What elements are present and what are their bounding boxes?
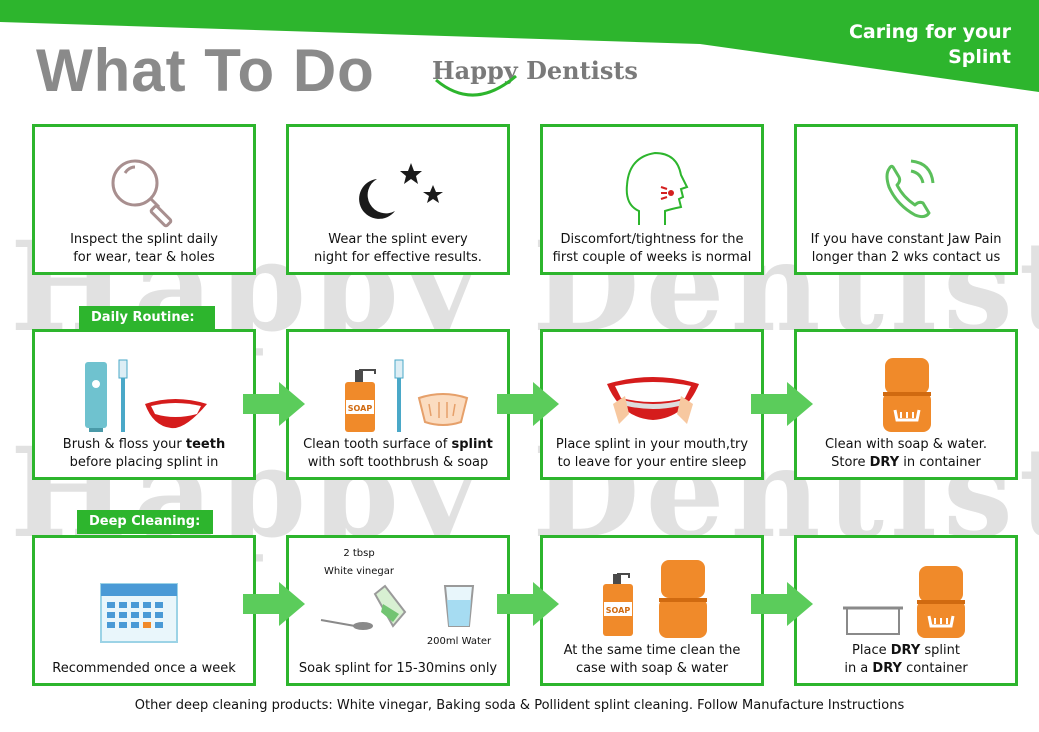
card-place-dry: Place DRY splint in a DRY container [794, 535, 1018, 686]
page-title: What To Do [36, 37, 375, 104]
card-text: Inspect the splint daily for wear, tear … [70, 232, 218, 265]
tbsp-label: 2 tbsp [343, 548, 374, 559]
arrow-right-icon [243, 382, 305, 426]
moon-stars-icon [359, 163, 443, 219]
card-text: Wear the splint every night for effectiv… [314, 232, 482, 265]
card-text: Soak splint for 15-30mins only [298, 661, 498, 676]
card-text: Place DRY splint in a DRY container [844, 643, 968, 676]
card-text: Brush & floss your teeth before placing … [62, 437, 226, 470]
card-inspect: Inspect the splint daily for wear, tear … [32, 124, 256, 275]
card-soak-splint: 2 tbsp White vinegar 200ml Water Soak sp… [286, 535, 510, 686]
head-profile-icon [625, 151, 689, 225]
phone-icon [885, 159, 935, 219]
card-text: At the same time clean the case with soa… [563, 643, 741, 676]
card-jaw-pain-contact: If you have constant Jaw Pain longer tha… [794, 124, 1018, 275]
card-clean-case: SOAP At the same time clean the case wit… [540, 535, 764, 686]
card-text: Place splint in your mouth,try to leave … [555, 437, 749, 470]
card-text: Clean tooth surface of splint with soft … [303, 437, 493, 470]
card-text: Discomfort/tightness for the first coupl… [552, 232, 752, 265]
arrow-right-icon [497, 382, 559, 426]
card-text: Clean with soap & water. Store DRY in co… [824, 437, 988, 470]
section-label-deep-cleaning: Deep Cleaning: [77, 510, 213, 534]
water-label: 200ml Water [427, 636, 492, 646]
card-text: Recommended once a week [52, 661, 236, 676]
arrow-right-icon [497, 582, 559, 626]
header-banner [0, 0, 1039, 92]
toothpaste-icon [85, 359, 207, 432]
card-discomfort: Discomfort/tightness for the first coupl… [540, 124, 764, 275]
card-recommended-weekly: Recommended once a week [32, 535, 256, 686]
magnifier-icon [111, 159, 173, 228]
section-label-daily-routine: Daily Routine: [79, 306, 215, 330]
arrow-right-icon [243, 582, 305, 626]
happy-dentists-logo: Happy Dentists [432, 56, 642, 106]
card-store-dry: Clean with soap & water. Store DRY in co… [794, 329, 1018, 480]
card-wear-nightly: Wear the splint every night for effectiv… [286, 124, 510, 275]
card-clean-splint: SOAP Clean tooth surface of splint with … [286, 329, 510, 480]
soap-brush-splint-icon: SOAP [345, 359, 469, 432]
container-icon [883, 358, 931, 432]
soap-case-icon: SOAP [603, 560, 707, 638]
card-text: If you have constant Jaw Pain longer tha… [810, 232, 1002, 265]
vinegar-water-icon: 2 tbsp White vinegar 200ml Water [320, 548, 492, 646]
soap-label: SOAP [348, 404, 373, 413]
arrow-right-icon [751, 382, 813, 426]
smile-icon [435, 74, 517, 97]
soap-label: SOAP [606, 606, 631, 615]
arrow-right-icon [751, 582, 813, 626]
card-brush-teeth: Brush & floss your teeth before placing … [32, 329, 256, 480]
dry-container-icon [843, 566, 965, 638]
vinegar-label: White vinegar [324, 566, 395, 577]
mouth-splint-icon [607, 377, 699, 424]
card-place-splint: Place splint in your mouth,try to leave … [540, 329, 764, 480]
calendar-icon [100, 583, 178, 643]
footer-note: Other deep cleaning products: White vine… [134, 698, 905, 713]
banner-title: Caring for your Splint [848, 21, 1011, 68]
